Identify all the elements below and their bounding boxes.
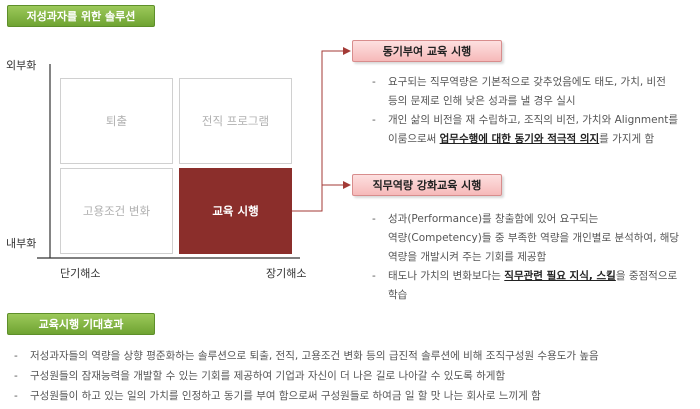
list-item: - 개인 삶의 비전을 재 수립하고, 조직의 비전, 가치와 Alignmen… [372, 111, 692, 149]
quadrant-bottom-right-highlight: 교육 시행 [179, 168, 292, 254]
list-line: 역량을 개발시켜 주는 기회를 제공함 [388, 251, 547, 263]
list-item: - 구성원들이 하고 있는 일의 가치를 인정하고 동기를 부여 함으로써 구성… [14, 386, 694, 406]
list-item: - 태도나 가치의 변화보다는 직무관련 필요 지식, 스킬을 중점적으로 학습 [372, 267, 692, 305]
competency-list: - 성과(Performance)를 창출함에 있어 요구되는 역량(Compe… [372, 210, 692, 305]
list-item: - 저성과자들의 역량을 상향 평준화하는 솔루션으로 퇴출, 전직, 고용조건… [14, 346, 694, 366]
dash-bullet: - [14, 350, 18, 362]
effects-section-title: 교육시행 기대효과 [7, 313, 155, 335]
dash-bullet: - [14, 390, 18, 402]
dash-bullet: - [372, 213, 376, 225]
quadrant-bottom-left: 고용조건 변화 [60, 168, 173, 254]
list-item: - 요구되는 직무역량은 기본적으로 갖추었음에도 태도, 가치, 비전 등의 … [372, 73, 692, 111]
dash-bullet: - [372, 114, 376, 126]
list-line: 역량(Competency)들 중 부족한 역량을 개인별로 분석하여, 해당 [388, 232, 680, 244]
list-text: 을 중점적으로 [615, 270, 678, 282]
list-line: 태도나 가치의 변화보다는 직무관련 필요 지식, 스킬을 중점적으로 [388, 267, 692, 286]
motivation-list: - 요구되는 직무역량은 기본적으로 갖추었음에도 태도, 가치, 비전 등의 … [372, 73, 692, 149]
list-line: 이룸으로써 업무수행에 대한 동기와 적극적 의지를 가지게 함 [388, 130, 692, 149]
list-item: - 구성원들의 잠재능력을 개발할 수 있는 기회를 제공하여 기업과 자신이 … [14, 366, 694, 386]
connector-to-motivation [292, 47, 351, 212]
solution-section-title: 저성과자를 위한 솔루션 [7, 5, 155, 27]
x-axis-right-label: 장기해소 [266, 267, 307, 280]
emphasis-text: 직무관련 필요 지식, 스킬 [504, 270, 616, 282]
list-text: 이룸으로써 [388, 133, 440, 145]
list-text: 저성과자들의 역량을 상향 평준화하는 솔루션으로 퇴출, 전직, 고용조건 변… [30, 350, 599, 362]
dash-bullet: - [372, 270, 376, 282]
quadrant-top-right: 전직 프로그램 [179, 78, 292, 164]
y-axis-bottom-label: 내부화 [6, 237, 37, 250]
y-axis-top-label: 외부화 [6, 59, 37, 72]
list-line: 성과(Performance)를 창출함에 있어 요구되는 [388, 213, 599, 225]
x-axis-left-label: 단기해소 [60, 267, 101, 280]
list-text: 태도나 가치의 변화보다는 [388, 270, 505, 282]
emphasis-text: 업무수행에 대한 동기와 적극적 의지 [439, 133, 600, 145]
list-item: - 성과(Performance)를 창출함에 있어 요구되는 역량(Compe… [372, 210, 692, 267]
list-line: 요구되는 직무역량은 기본적으로 갖추었음에도 태도, 가치, 비전 [388, 76, 666, 88]
dash-bullet: - [372, 76, 376, 88]
list-text: 를 가지게 함 [599, 133, 655, 145]
quadrant-top-left: 퇴출 [60, 78, 173, 164]
competency-box: 직무역량 강화교육 시행 [352, 174, 502, 196]
dash-bullet: - [14, 370, 18, 382]
list-text: 구성원들이 하고 있는 일의 가치를 인정하고 동기를 부여 함으로써 구성원들… [30, 390, 541, 402]
effects-list: - 저성과자들의 역량을 상향 평준화하는 솔루션으로 퇴출, 전직, 고용조건… [14, 346, 694, 406]
list-text: 구성원들의 잠재능력을 개발할 수 있는 기회를 제공하여 기업과 자신이 더 … [30, 370, 506, 382]
motivation-box: 동기부여 교육 시행 [352, 40, 502, 62]
list-line: 학습 [388, 289, 408, 301]
list-line: 개인 삶의 비전을 재 수립하고, 조직의 비전, 가치와 Alignment를 [388, 114, 679, 126]
list-line: 등의 문제로 인해 낮은 성과를 낼 경우 실시 [388, 95, 576, 107]
